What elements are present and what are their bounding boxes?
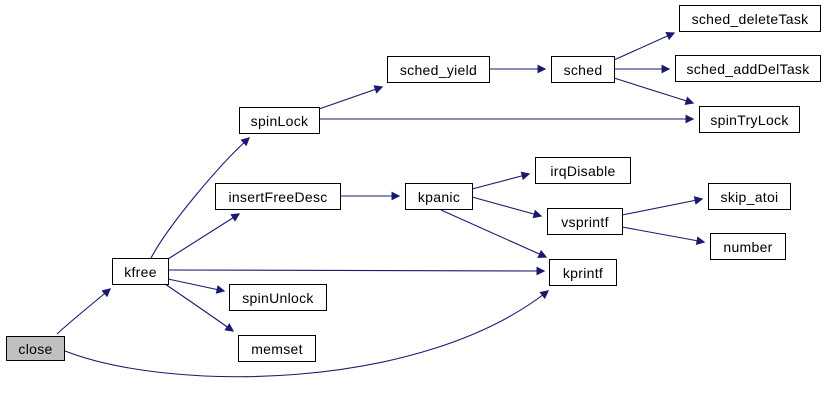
node-sched_deleteTask[interactable]: sched_deleteTask <box>679 5 821 32</box>
edge-kpanic-irqDisable <box>471 171 531 190</box>
node-insertFreeDesc[interactable]: insertFreeDesc <box>215 183 341 210</box>
node-spinLock[interactable]: spinLock <box>239 107 320 134</box>
node-kprintf[interactable]: kprintf <box>549 259 617 286</box>
node-skip_atoi[interactable]: skip_atoi <box>708 183 791 210</box>
node-kpanic[interactable]: kpanic <box>405 183 473 210</box>
node-spinTryLock[interactable]: spinTryLock <box>699 106 800 133</box>
edge-close-kfree <box>56 288 112 335</box>
node-vsprintf[interactable]: vsprintf <box>547 208 623 235</box>
edge-kfree-insertFreeDesc <box>167 213 241 260</box>
edge-kpanic-vsprintf <box>471 196 543 219</box>
edge-kfree-spinUnlock <box>167 278 226 294</box>
node-sched_yield[interactable]: sched_yield <box>387 56 490 83</box>
edge-kfree-kprintf <box>167 266 546 276</box>
edge-spinLock-sched_yield <box>318 85 384 110</box>
edge-kfree-memset <box>164 283 235 332</box>
edge-sched-sched_deleteTask <box>613 32 676 61</box>
node-sched_addDelTask[interactable]: sched_addDelTask <box>675 55 821 82</box>
edge-vsprintf-skip_atoi <box>621 196 704 216</box>
edge-kfree-spinLock <box>150 137 250 259</box>
node-sched[interactable]: sched <box>551 56 615 83</box>
node-irqDisable[interactable]: irqDisable <box>535 157 631 184</box>
node-memset[interactable]: memset <box>238 335 316 362</box>
edge-vsprintf-number <box>621 226 706 245</box>
node-kfree[interactable]: kfree <box>112 258 169 285</box>
edge-close-kprintf <box>64 290 550 378</box>
edge-sched-spinTryLock <box>613 77 695 105</box>
edge-kpanic-kprintf <box>440 209 548 258</box>
node-number[interactable]: number <box>710 233 786 260</box>
node-close[interactable]: close <box>6 336 65 361</box>
node-spinUnlock[interactable]: spinUnlock <box>229 284 327 311</box>
